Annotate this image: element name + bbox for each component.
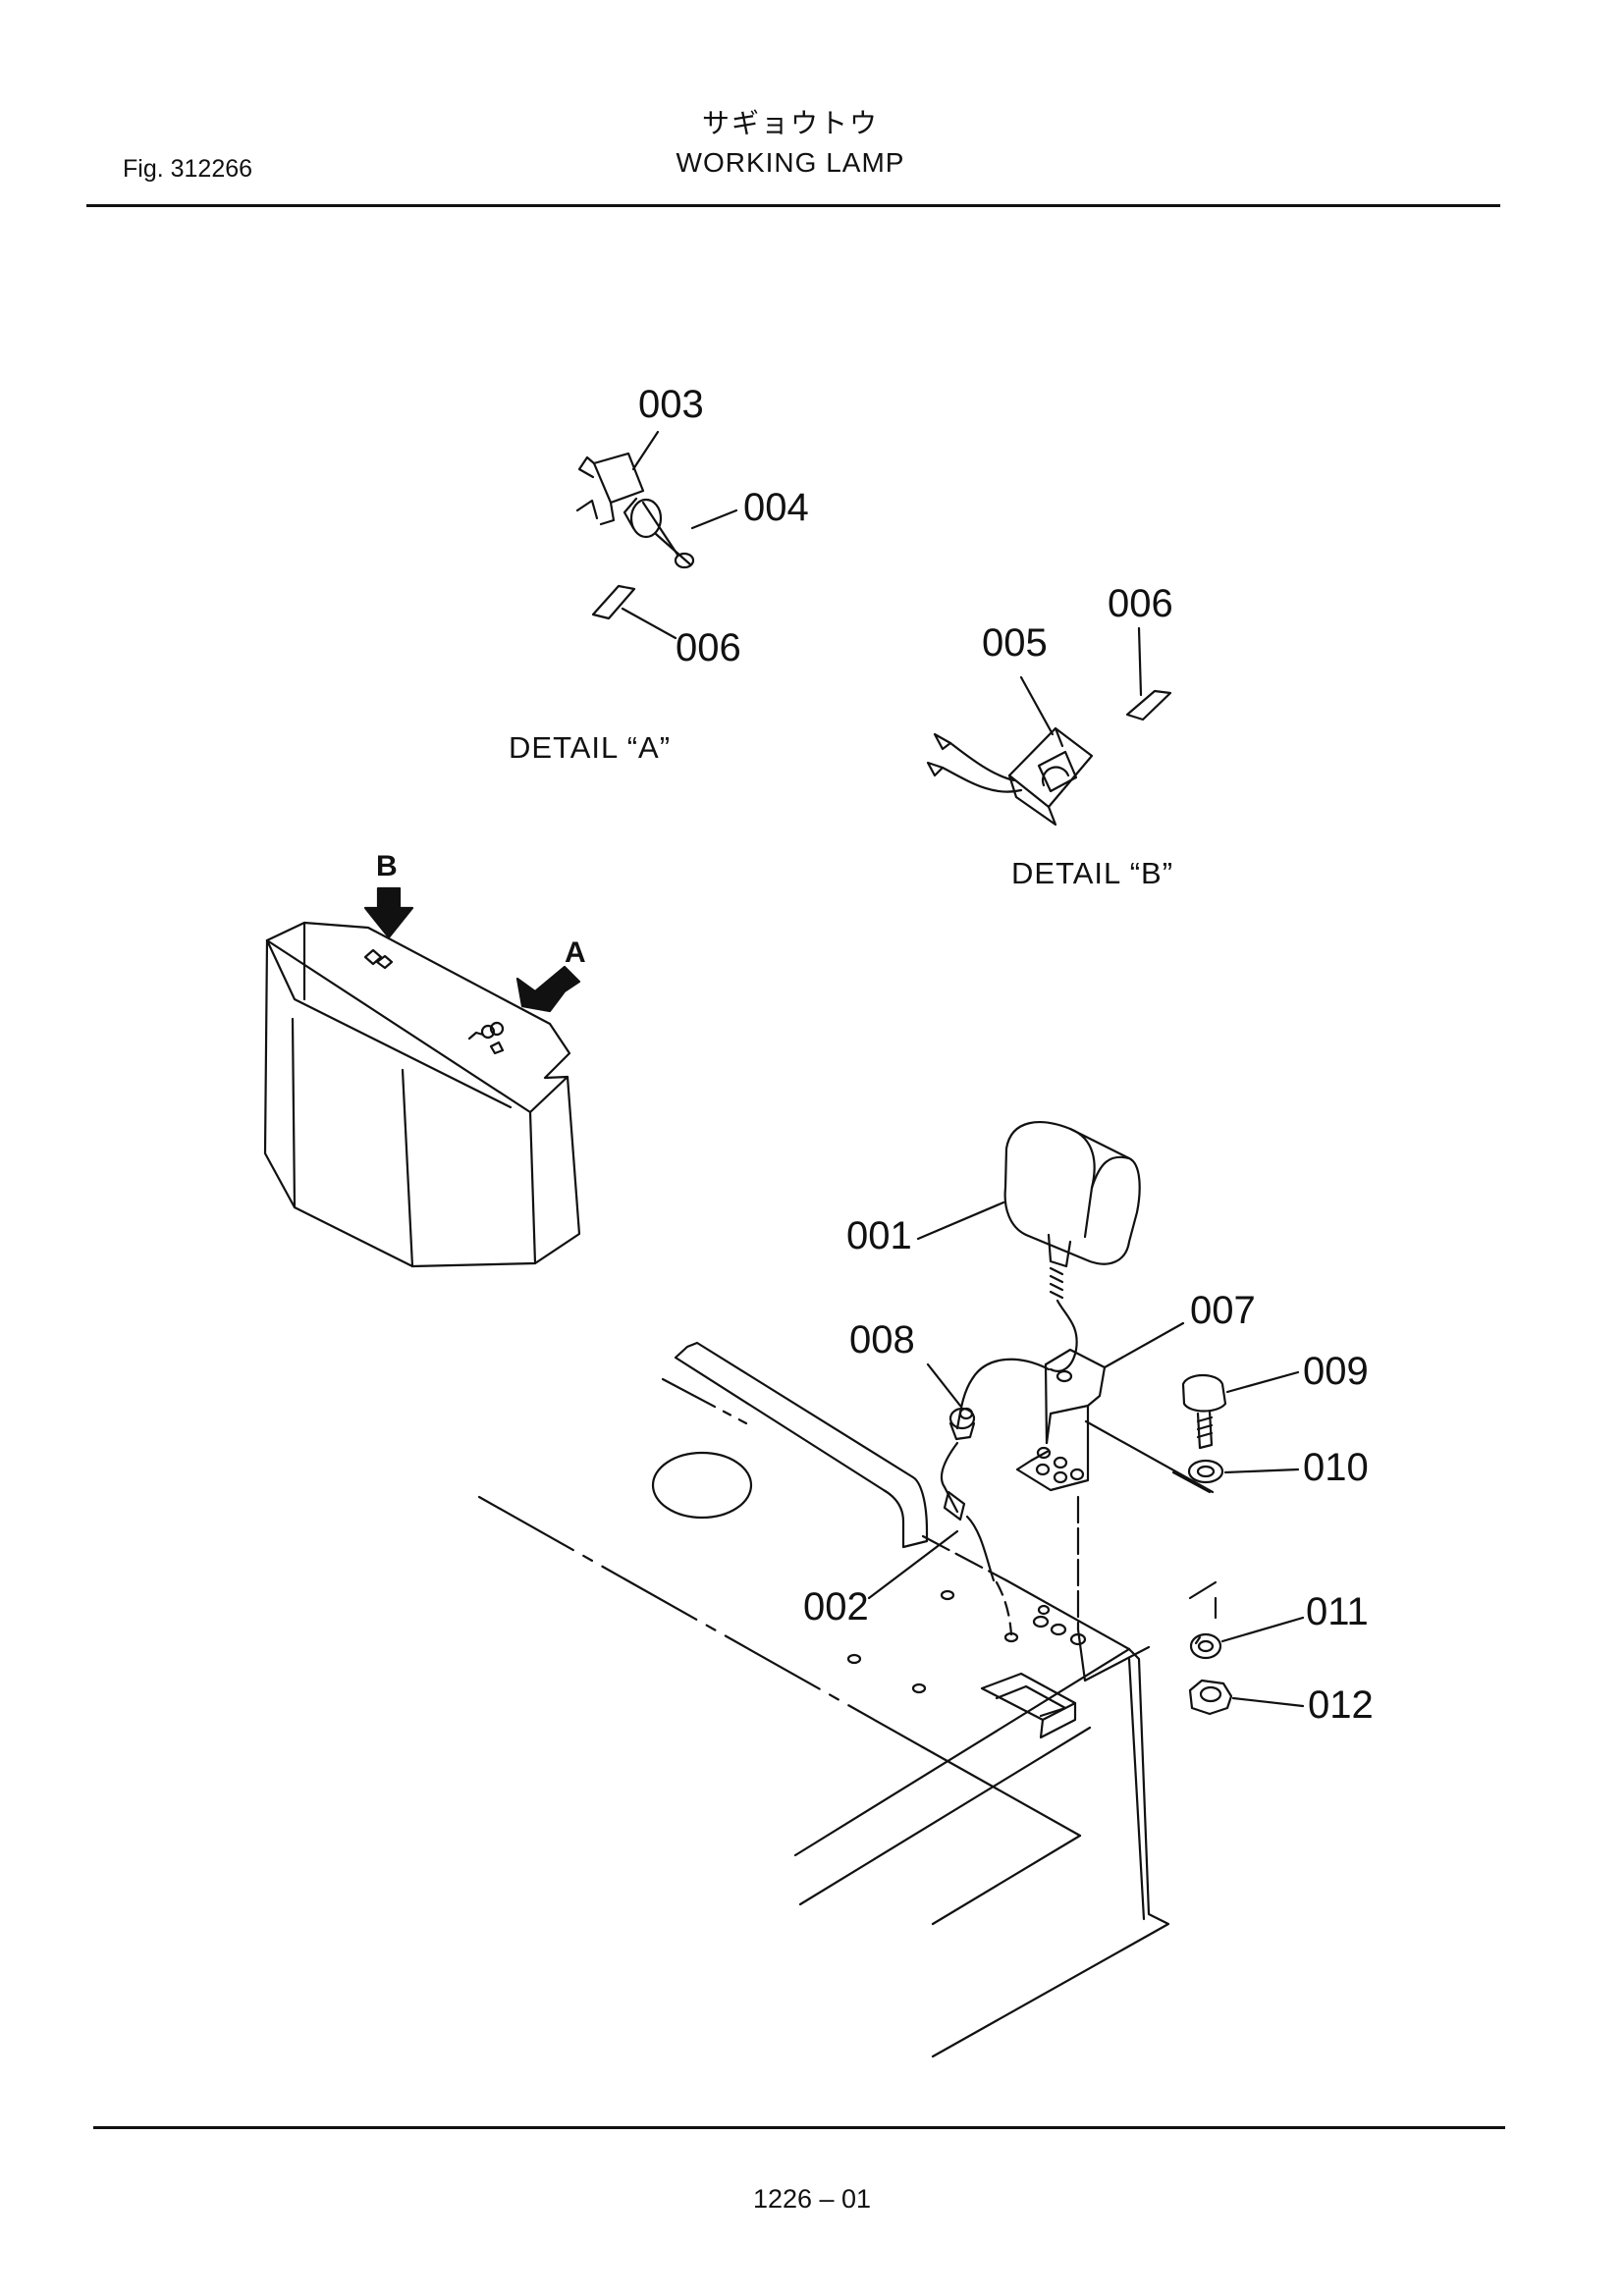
figure-number: Fig. 312266 bbox=[123, 155, 253, 183]
callout-001: 001 bbox=[846, 1214, 912, 1257]
title-japanese: サギョウトウ bbox=[701, 107, 879, 139]
bracket-part bbox=[1015, 1348, 1107, 1492]
leader-002 bbox=[867, 1529, 959, 1600]
leader-005 bbox=[1019, 675, 1055, 736]
callout-010: 010 bbox=[1303, 1446, 1369, 1489]
callout-002: 002 bbox=[803, 1585, 869, 1629]
lock-washer-part bbox=[1189, 1632, 1222, 1660]
leader-003 bbox=[631, 430, 660, 471]
cab-floor bbox=[477, 1341, 1218, 2058]
callout-003: 003 bbox=[638, 383, 704, 426]
leader-007 bbox=[1103, 1321, 1185, 1369]
leader-010 bbox=[1223, 1468, 1300, 1474]
detail-a-label: DETAIL “A” bbox=[509, 730, 671, 765]
grommet-part bbox=[948, 1407, 976, 1441]
detail-b-label: DETAIL “B” bbox=[1011, 856, 1173, 890]
leader-006a bbox=[621, 607, 677, 640]
rocker-switch-part bbox=[926, 726, 1094, 827]
leader-004 bbox=[690, 508, 738, 530]
label-plate-a bbox=[591, 584, 636, 620]
callout-005: 005 bbox=[982, 621, 1048, 665]
callout-004: 004 bbox=[743, 486, 809, 529]
footer-rule bbox=[93, 2126, 1505, 2129]
callout-006a: 006 bbox=[676, 626, 741, 669]
title-english: WORKING LAMP bbox=[676, 147, 905, 178]
leader-009 bbox=[1225, 1370, 1300, 1394]
leader-006b bbox=[1137, 626, 1143, 697]
callout-008: 008 bbox=[849, 1318, 915, 1362]
leader-001 bbox=[916, 1201, 1005, 1241]
work-lamp-part bbox=[1003, 1121, 1141, 1372]
header-rule bbox=[86, 204, 1500, 207]
leader-012 bbox=[1231, 1696, 1305, 1708]
callout-006b: 006 bbox=[1108, 582, 1173, 625]
nut-part bbox=[1188, 1679, 1233, 1716]
washer-part bbox=[1187, 1459, 1224, 1484]
toggle-switch-part bbox=[575, 452, 695, 569]
leader-011 bbox=[1220, 1616, 1305, 1643]
label-plate-b bbox=[1125, 689, 1172, 721]
cab-overview bbox=[263, 921, 581, 1268]
callout-007: 007 bbox=[1190, 1289, 1256, 1332]
leader-008 bbox=[926, 1362, 962, 1408]
arrow-a-icon bbox=[515, 965, 581, 1013]
arrow-b-icon bbox=[363, 886, 414, 939]
arrow-b-label: B bbox=[376, 850, 398, 882]
callout-009: 009 bbox=[1303, 1350, 1369, 1393]
callout-012: 012 bbox=[1308, 1683, 1374, 1727]
page-number: 1226 – 01 bbox=[752, 2184, 872, 2214]
arrow-a-label: A bbox=[565, 936, 586, 969]
bolt-part bbox=[1181, 1373, 1227, 1450]
wire-harness-part bbox=[940, 1358, 1051, 1582]
callout-011: 011 bbox=[1306, 1590, 1369, 1633]
